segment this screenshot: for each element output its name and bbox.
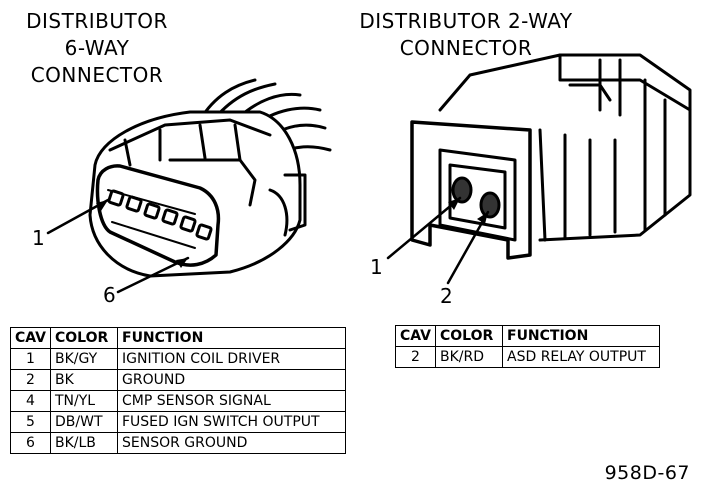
cell-cav: 2 [395, 346, 436, 368]
table-row: 2 BK/RD ASD RELAY OUTPUT [395, 346, 660, 368]
right-connector-title: DISTRIBUTOR 2-WAY CONNECTOR [330, 8, 602, 62]
two-way-connector-drawing [386, 53, 692, 285]
right-title-line-2: CONNECTOR [399, 36, 533, 60]
cell-color: BK [50, 369, 118, 391]
table-row: 2 BK GROUND [10, 369, 346, 391]
callout-6-arrowhead [176, 258, 188, 268]
cell-color: BK/LB [50, 432, 118, 454]
header-cav: CAV [395, 325, 436, 347]
cell-cav: 4 [10, 390, 51, 412]
six-way-pinout-table: CAV COLOR FUNCTION 1 BK/GY IGNITION COIL… [10, 327, 346, 454]
cell-color: TN/YL [50, 390, 118, 412]
callout-6way-1: 1 [32, 226, 45, 250]
cell-function: GROUND [117, 369, 346, 391]
header-cav: CAV [10, 327, 51, 349]
table-row: 1 BK/GY IGNITION COIL DRIVER [10, 348, 346, 370]
table-row: 4 TN/YL CMP SENSOR SIGNAL [10, 390, 346, 412]
cell-function: FUSED IGN SWITCH OUTPUT [117, 411, 346, 433]
left-title-line-1: DISTRIBUTOR [26, 9, 168, 33]
callout-2way-1-arrowhead [448, 198, 460, 210]
cell-color: BK/RD [435, 346, 503, 368]
callout-1-arrowhead [96, 200, 108, 211]
callout-2way-2: 2 [440, 284, 453, 308]
cell-function: IGNITION COIL DRIVER [117, 348, 346, 370]
header-function: FUNCTION [502, 325, 660, 347]
cell-cav: 5 [10, 411, 51, 433]
callout-2way-1: 1 [370, 255, 383, 279]
cell-function: CMP SENSOR SIGNAL [117, 390, 346, 412]
two-way-pinout-table: CAV COLOR FUNCTION 2 BK/RD ASD RELAY OUT… [395, 325, 660, 368]
table-header-row: CAV COLOR FUNCTION [395, 325, 660, 347]
six-way-connector-drawing [46, 78, 332, 294]
right-title-line-1: DISTRIBUTOR 2-WAY [359, 9, 573, 33]
cell-function: ASD RELAY OUTPUT [502, 346, 660, 368]
left-connector-title: DISTRIBUTOR 6-WAY CONNECTOR [8, 8, 186, 89]
header-color: COLOR [50, 327, 118, 349]
left-title-line-3: CONNECTOR [30, 63, 164, 87]
header-function: FUNCTION [117, 327, 346, 349]
cell-cav: 6 [10, 432, 51, 454]
table-header-row: CAV COLOR FUNCTION [10, 327, 346, 349]
cell-cav: 1 [10, 348, 51, 370]
cell-cav: 2 [10, 369, 51, 391]
header-color: COLOR [435, 325, 503, 347]
left-title-line-2: 6-WAY [64, 36, 130, 60]
cell-color: DB/WT [50, 411, 118, 433]
table-row: 6 BK/LB SENSOR GROUND [10, 432, 346, 454]
callout-6way-6: 6 [103, 283, 116, 307]
figure-id: 958D-67 [604, 462, 690, 484]
cell-function: SENSOR GROUND [117, 432, 346, 454]
callout-2way-2-arrowhead [477, 212, 488, 224]
table-row: 5 DB/WT FUSED IGN SWITCH OUTPUT [10, 411, 346, 433]
cell-color: BK/GY [50, 348, 118, 370]
